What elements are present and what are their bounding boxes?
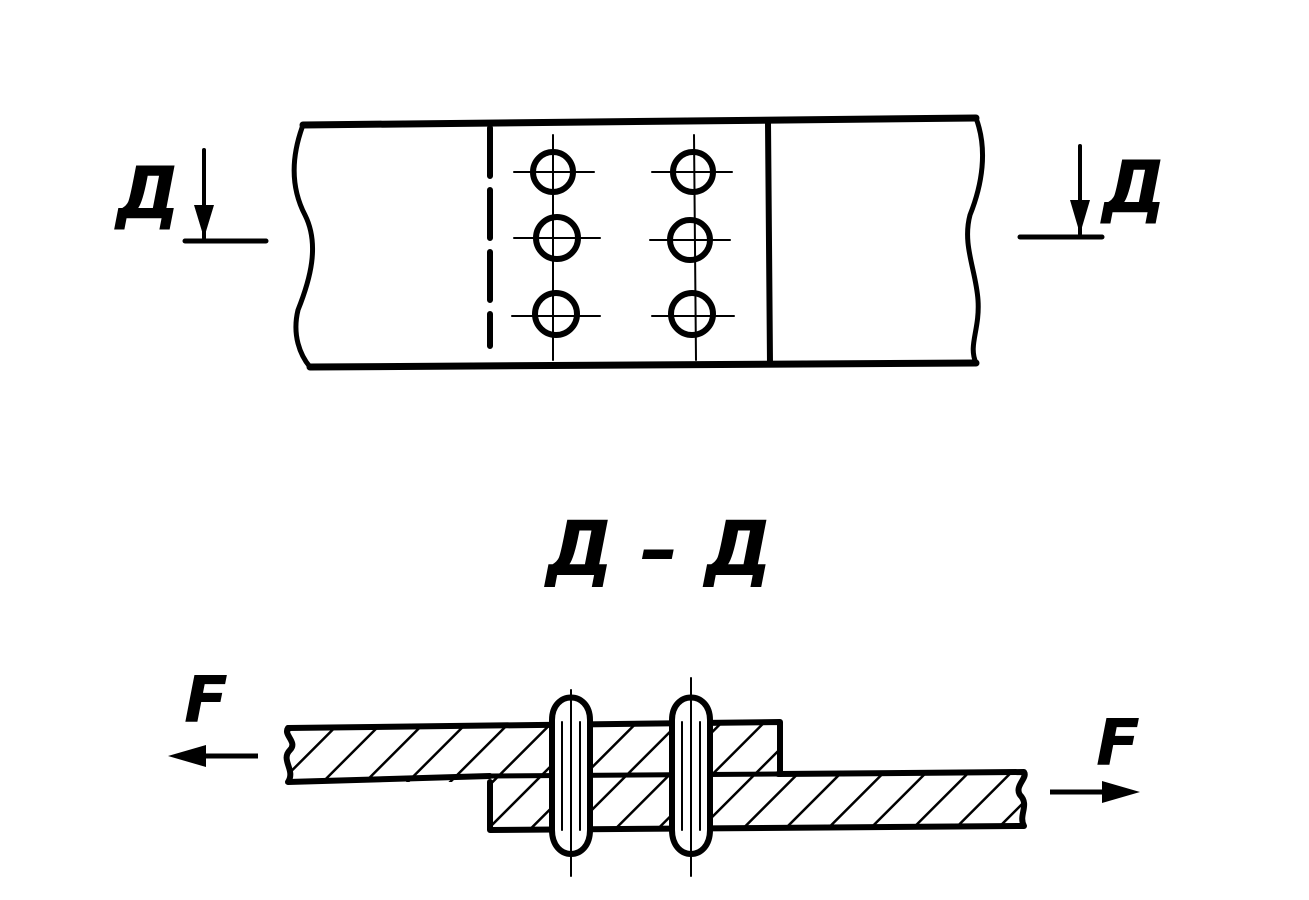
overlap-edge-solid [765, 119, 773, 367]
section-mark-left-label: Д [114, 151, 180, 235]
section-view: F F [168, 664, 1140, 877]
force-arrow-left [168, 745, 258, 767]
section-title: Д – Д [544, 504, 772, 593]
section-mark-right-label: Д [1100, 145, 1166, 229]
break-line-right [965, 115, 986, 366]
upper-plate [283, 719, 783, 785]
section-mark-left [182, 148, 269, 244]
force-right-label: F [1096, 707, 1140, 781]
rivet-top-c2-r3 [651, 290, 735, 338]
bottom-edge [306, 359, 980, 371]
force-left-label: F [184, 664, 228, 738]
rivet-top-c1-r3 [511, 290, 601, 338]
top-edge [299, 114, 980, 129]
force-arrow-right [1050, 781, 1140, 803]
rivet-top-c2-r2 [649, 217, 731, 263]
top-view [291, 114, 986, 371]
section-mark-right [1017, 144, 1105, 240]
break-line-left [291, 122, 316, 370]
lower-plate [487, 769, 1028, 833]
rivet-top-c1-r2 [513, 214, 601, 262]
rivet-section-1 [549, 689, 593, 877]
rivet-top-c2-r1 [651, 134, 733, 361]
rivet-top-c1-r1 [513, 134, 595, 361]
rivet-section-2 [669, 677, 713, 877]
